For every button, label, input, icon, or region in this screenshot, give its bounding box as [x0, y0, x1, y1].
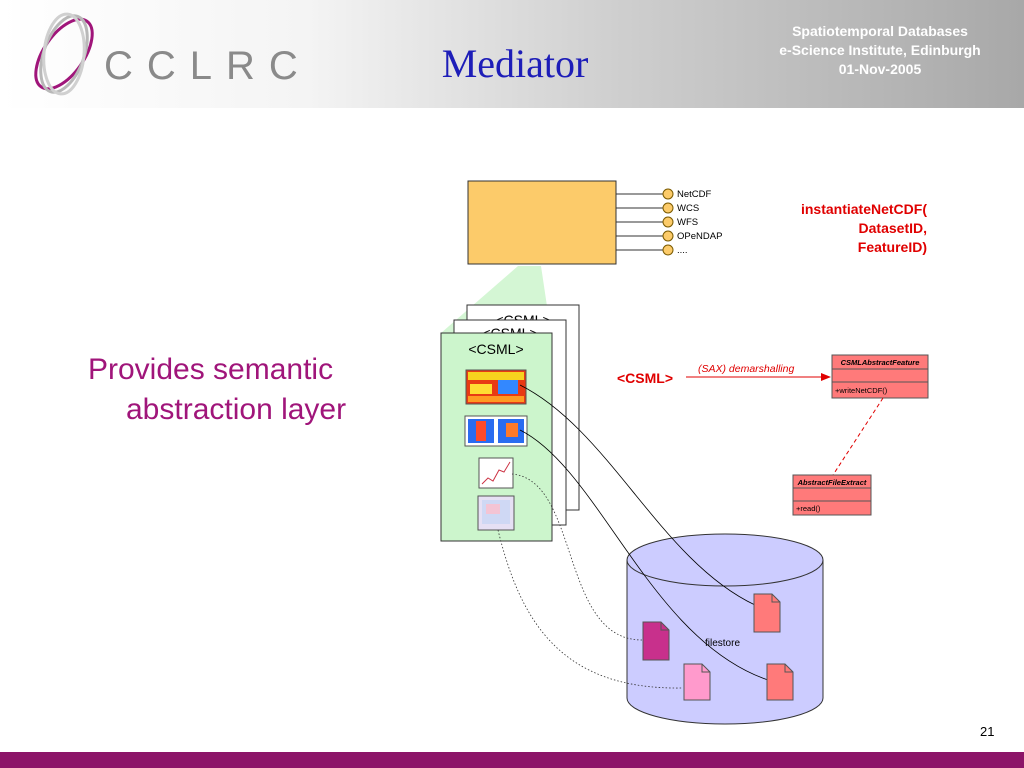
- filestore-label: filestore: [705, 638, 740, 649]
- csml-input-label: <CSML>: [617, 370, 673, 386]
- link-lineplot-to-file: [511, 473, 643, 641]
- file-icon: [753, 593, 781, 633]
- service-wcs: WCS: [677, 203, 699, 214]
- bullet-line-1: Provides semantic: [88, 353, 334, 386]
- file-icon: [683, 663, 711, 701]
- demarshalling-label: (SAX) demarshalling: [698, 363, 794, 375]
- class-feature-method: +writeNetCDF(): [835, 386, 888, 395]
- service-more: ....: [677, 245, 688, 256]
- call-line-2: DatasetID,: [859, 220, 927, 236]
- service-endpoint-icon: [662, 202, 674, 214]
- csml-front-label: <CSML>: [468, 341, 523, 357]
- file-icon: [642, 621, 670, 661]
- bullet-line-2: abstraction layer: [126, 393, 347, 426]
- logo-text: CCLRC: [104, 44, 312, 88]
- service-connectors: [616, 193, 663, 251]
- service-netcdf: NetCDF: [677, 189, 712, 200]
- service-opendap: OPeNDAP: [677, 231, 722, 242]
- demarshalling-arrowhead-icon: [821, 373, 831, 381]
- service-endpoint-icon: [662, 188, 674, 200]
- service-wfs: WFS: [677, 217, 698, 228]
- mediator-box: [467, 180, 617, 265]
- thumbnail-panels: [464, 415, 528, 447]
- slide-title: Mediator: [441, 41, 589, 86]
- thumbnail-map: [477, 495, 515, 531]
- service-endpoint-icons: [662, 188, 674, 256]
- service-endpoint-icon: [662, 230, 674, 242]
- footer-bar: [0, 752, 1024, 768]
- call-line-1: instantiateNetCDF(: [801, 201, 927, 217]
- conference-venue: e-Science Institute, Edinburgh: [779, 42, 981, 58]
- class-csml-abstract-feature: CSMLAbstractFeature +writeNetCDF(): [831, 354, 929, 399]
- slide-header: CCLRC Mediator Spatiotemporal Databases …: [0, 0, 1024, 108]
- class-feature-name: CSMLAbstractFeature: [841, 358, 920, 367]
- link-panels-to-file: [519, 429, 769, 681]
- bullet-text: Provides semantic abstraction layer: [88, 350, 346, 430]
- service-endpoint-icon: [662, 244, 674, 256]
- call-line-3: FeatureID): [858, 239, 927, 255]
- dependency-line: [832, 397, 884, 476]
- class-extract-name: AbstractFileExtract: [797, 478, 867, 487]
- cclrc-logo-icon: [34, 12, 94, 96]
- conference-name: Spatiotemporal Databases: [792, 23, 968, 39]
- conference-date: 01-Nov-2005: [838, 61, 922, 77]
- page-number: 21: [980, 724, 995, 739]
- conference-info: Spatiotemporal Databases e-Science Insti…: [740, 22, 1020, 79]
- link-map-to-file: [497, 529, 683, 689]
- class-extract-method: +read(): [796, 504, 821, 513]
- service-endpoint-icon: [662, 216, 674, 228]
- link-heatmap-to-file: [519, 384, 756, 606]
- thumbnail-lineplot: [478, 457, 514, 489]
- thumbnail-heatmap: [465, 369, 527, 405]
- file-icon: [766, 663, 794, 701]
- class-abstract-file-extract: AbstractFileExtract +read(): [792, 474, 872, 516]
